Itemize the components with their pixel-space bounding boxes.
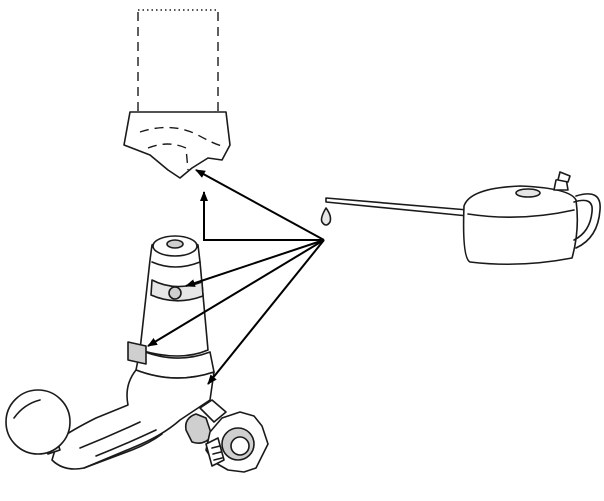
oil-can — [325, 171, 601, 266]
lubrication-arrows — [147, 169, 325, 385]
tow-ball-coupling — [5, 235, 269, 473]
oil-drop-icon — [320, 207, 332, 226]
vehicle-bracket — [123, 9, 231, 179]
